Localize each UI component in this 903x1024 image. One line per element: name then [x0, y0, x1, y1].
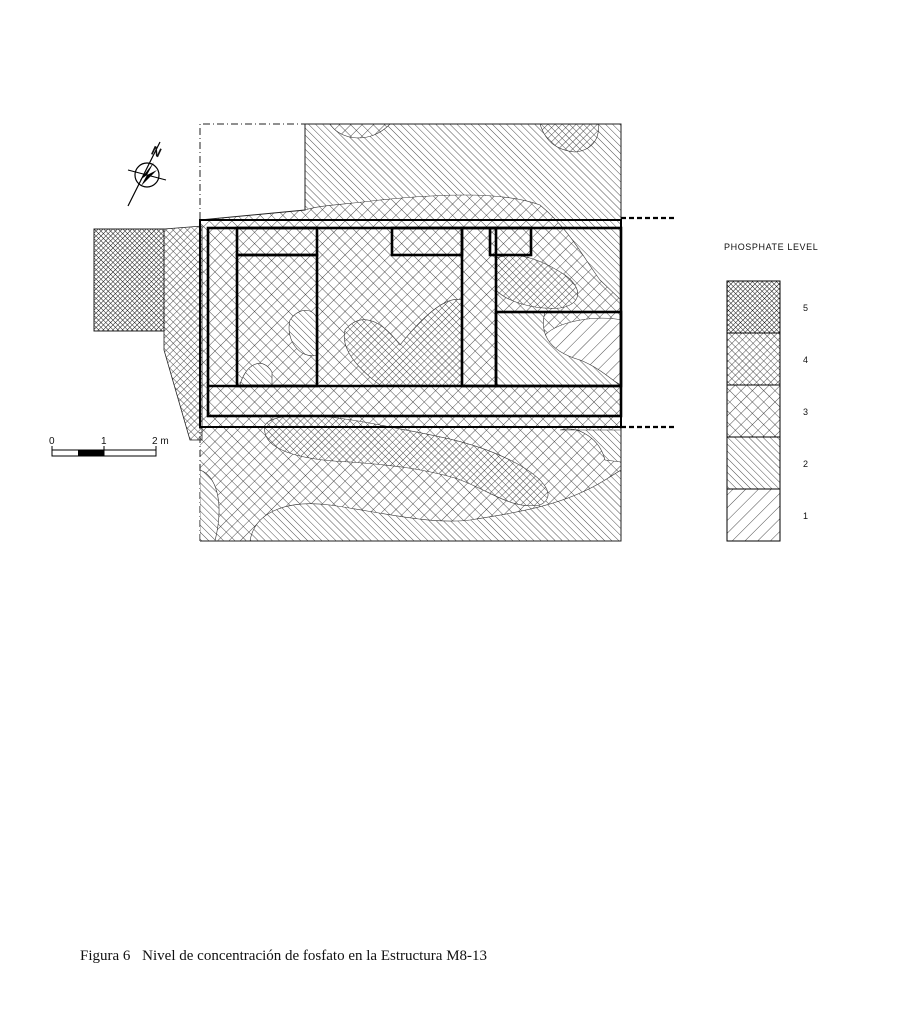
- scale-bar: 0 1 2 m: [49, 436, 169, 457]
- legend-swatch-2: [726, 436, 781, 490]
- legend-swatch-4: [726, 332, 781, 386]
- phosphate-legend: PHOSPHATE LEVEL 5 4 3 2 1: [724, 242, 818, 542]
- north-arrow-icon: [127, 141, 167, 207]
- north-label: N: [149, 143, 164, 161]
- west-annex: [93, 225, 203, 441]
- legend-label-3: 3: [803, 407, 808, 417]
- legend-swatch-5: [726, 280, 781, 334]
- legend-label-2: 2: [803, 459, 808, 469]
- scale-tick-2: 2 m: [152, 436, 169, 447]
- figure-caption-text: Nivel de concentración de fosfato en la …: [142, 948, 488, 964]
- legend-label-1: 1: [803, 511, 808, 521]
- legend-label-5: 5: [803, 303, 808, 313]
- figure-number: Figura 6: [80, 948, 131, 964]
- legend-swatch-1: [726, 488, 781, 542]
- legend-label-4: 4: [803, 355, 808, 365]
- figure-caption: Figura 6 Nivel de concentración de fosfa…: [80, 948, 487, 965]
- north-arrow: N: [127, 141, 167, 207]
- legend-swatch-3: [726, 384, 781, 438]
- site-map: [93, 123, 676, 542]
- scale-tick-1: 1: [101, 436, 107, 447]
- scale-tick-0: 0: [49, 436, 55, 447]
- survey-boundary: [199, 123, 305, 541]
- phosphate-zones: [200, 124, 621, 541]
- legend-title: PHOSPHATE LEVEL: [724, 242, 818, 252]
- structure-walls: [199, 219, 623, 428]
